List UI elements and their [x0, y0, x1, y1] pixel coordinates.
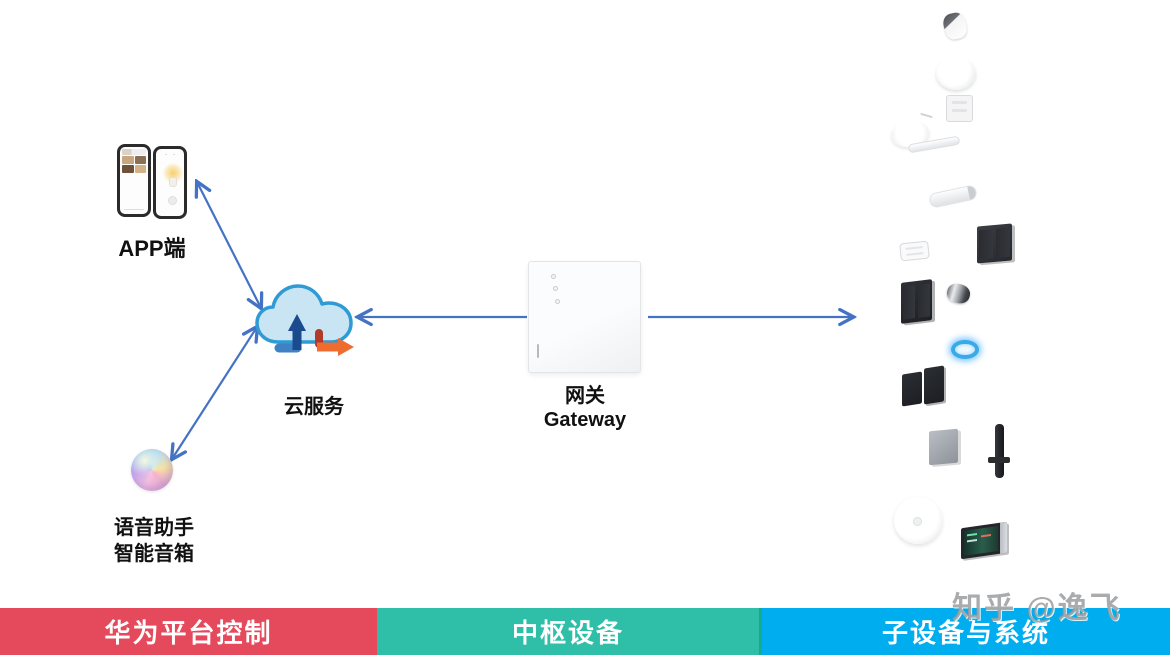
wall-switch-dark-icon — [977, 223, 1012, 264]
voice-label-line2: 智能音箱 — [114, 543, 194, 565]
bar-hub-devices: 中枢设备 — [377, 608, 762, 655]
category-bars: 华为平台控制 中枢设备 子设备与系统 — [0, 608, 1173, 655]
voice-assistant-label: 语音助手 智能音箱 — [92, 515, 216, 567]
glow-ring-icon — [951, 340, 979, 359]
smoke-detector-icon — [894, 497, 942, 544]
arrow-voice-cloud — [172, 327, 257, 459]
voice-label-line1: 语音助手 — [114, 517, 194, 539]
bulb-icon — [163, 163, 183, 183]
double-wall-switch-icon — [902, 365, 947, 408]
app-label: APP端 — [118, 236, 186, 261]
gateway-label: 网关 Gateway — [525, 384, 645, 432]
cloud-service-icon — [255, 284, 354, 356]
watermark: 知乎 @逸飞 — [952, 592, 1122, 625]
scene-panel-icon — [961, 521, 1007, 560]
wall-switch-black-icon — [901, 279, 932, 324]
cloud-label: 云服务 — [284, 396, 344, 418]
bullet-camera-icon — [941, 10, 969, 42]
gateway-led-icon — [553, 286, 558, 291]
mini-motor-icon — [944, 281, 973, 306]
relay-module-icon — [899, 240, 930, 262]
bar-sub-devices: 子设备与系统 — [762, 608, 1170, 655]
app-phone-light-control — [153, 146, 187, 219]
gateway-led-icon — [555, 299, 560, 304]
upload-arrow-head — [288, 314, 306, 331]
app-phone-scenes — [117, 144, 151, 217]
voice-assistant-orb-icon — [131, 449, 173, 491]
bar-huawei-platform: 华为平台控制 — [0, 608, 377, 655]
bar-huawei-platform-label: 华为平台控制 — [104, 618, 273, 648]
gateway-led-icon — [551, 274, 556, 279]
door-lock-icon — [988, 424, 1010, 478]
motion-sensor-icon — [936, 57, 976, 90]
gateway-label-cn: 网关 — [565, 385, 605, 407]
tube-light-icon — [927, 184, 979, 209]
gray-panel-icon — [929, 428, 958, 466]
gateway-label-en: Gateway — [543, 409, 627, 431]
bar-hub-devices-label: 中枢设备 — [511, 618, 624, 648]
gateway-device — [528, 261, 641, 373]
cloud-shape — [255, 284, 353, 344]
download-arrow-head — [338, 338, 354, 356]
bar-sub-devices-label: 子设备与系统 — [881, 618, 1050, 648]
gateway-brand-mark — [537, 344, 539, 358]
wall-module-icon — [946, 95, 973, 122]
